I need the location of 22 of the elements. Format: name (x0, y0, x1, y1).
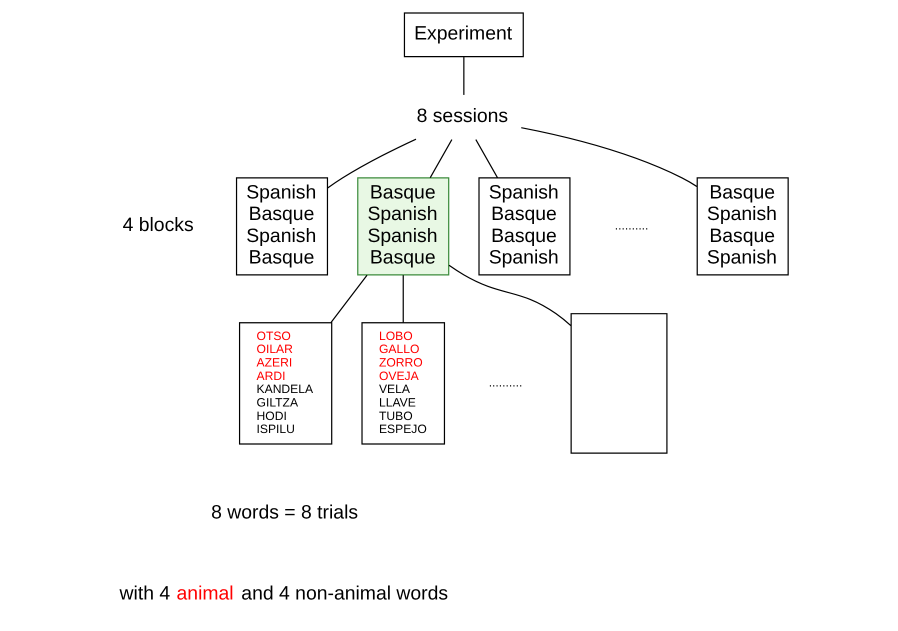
node-box: Spanish Basque Basque Spanish (478, 177, 571, 276)
connector (330, 274, 368, 323)
label: 4 blocks (122, 214, 194, 236)
node-box: OTSO OILAR AZERI ARDI KANDELA GILTZA HODI ISPILU (238, 322, 332, 445)
label: .......... (488, 375, 522, 390)
label: 8 words = 8 trials (211, 501, 358, 524)
connector (463, 57, 464, 95)
connector (448, 264, 572, 326)
connector (402, 275, 404, 322)
node-box: Basque Spanish Spanish Basque (357, 177, 450, 276)
connector (521, 127, 698, 188)
label: with 4 animal and 4 non-animal words (120, 582, 448, 605)
label: .......... (614, 218, 648, 232)
connector (430, 139, 452, 178)
connector (475, 139, 498, 178)
node-box: LOBO GALLO ZORRO OVEJA VELA LLAVE TUBO ESPEJO (361, 322, 446, 445)
node-text: 8 sessions (416, 104, 508, 127)
node-box: Experiment (404, 12, 524, 58)
connector (327, 138, 416, 189)
node-box (570, 313, 668, 454)
node-box: Spanish Basque Spanish Basque (236, 177, 328, 276)
node-box: Basque Spanish Basque Spanish (696, 177, 789, 276)
